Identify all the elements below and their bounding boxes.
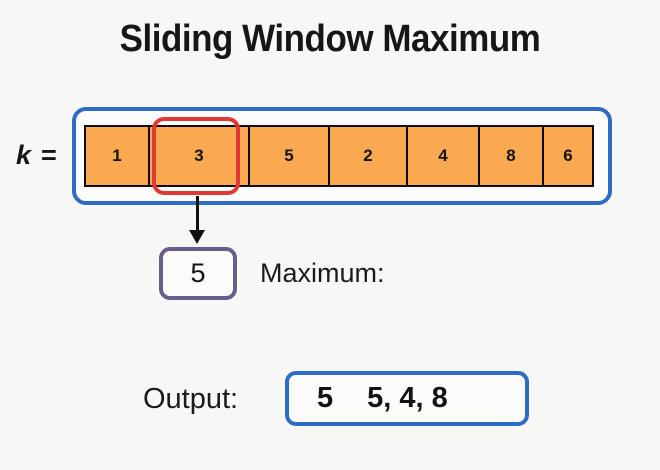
array-cell-2[interactable]: 5	[248, 125, 328, 187]
window-to-max-arrow-head	[189, 230, 205, 244]
array-cell-1[interactable]: 3	[148, 125, 248, 187]
array-cell-6[interactable]: 6	[542, 125, 594, 187]
window-to-max-arrow-line	[196, 196, 199, 235]
maximum-value-box: 5	[159, 247, 237, 300]
maximum-label: Maximum:	[260, 258, 385, 288]
page-title: Sliding Window Maximum	[119, 18, 541, 60]
output-box: 5 5, 4, 8	[285, 371, 529, 426]
output-label: Output:	[143, 383, 239, 415]
array-cell-3[interactable]: 2	[328, 125, 406, 187]
output-current-value: 5	[317, 382, 334, 414]
array-cell-0[interactable]: 1	[84, 125, 148, 187]
output-list-values: 5, 4, 8	[367, 382, 448, 414]
array-cell-5[interactable]: 8	[478, 125, 542, 187]
k-parameter-label: k =	[16, 140, 58, 170]
array-cell-4[interactable]: 4	[406, 125, 478, 187]
